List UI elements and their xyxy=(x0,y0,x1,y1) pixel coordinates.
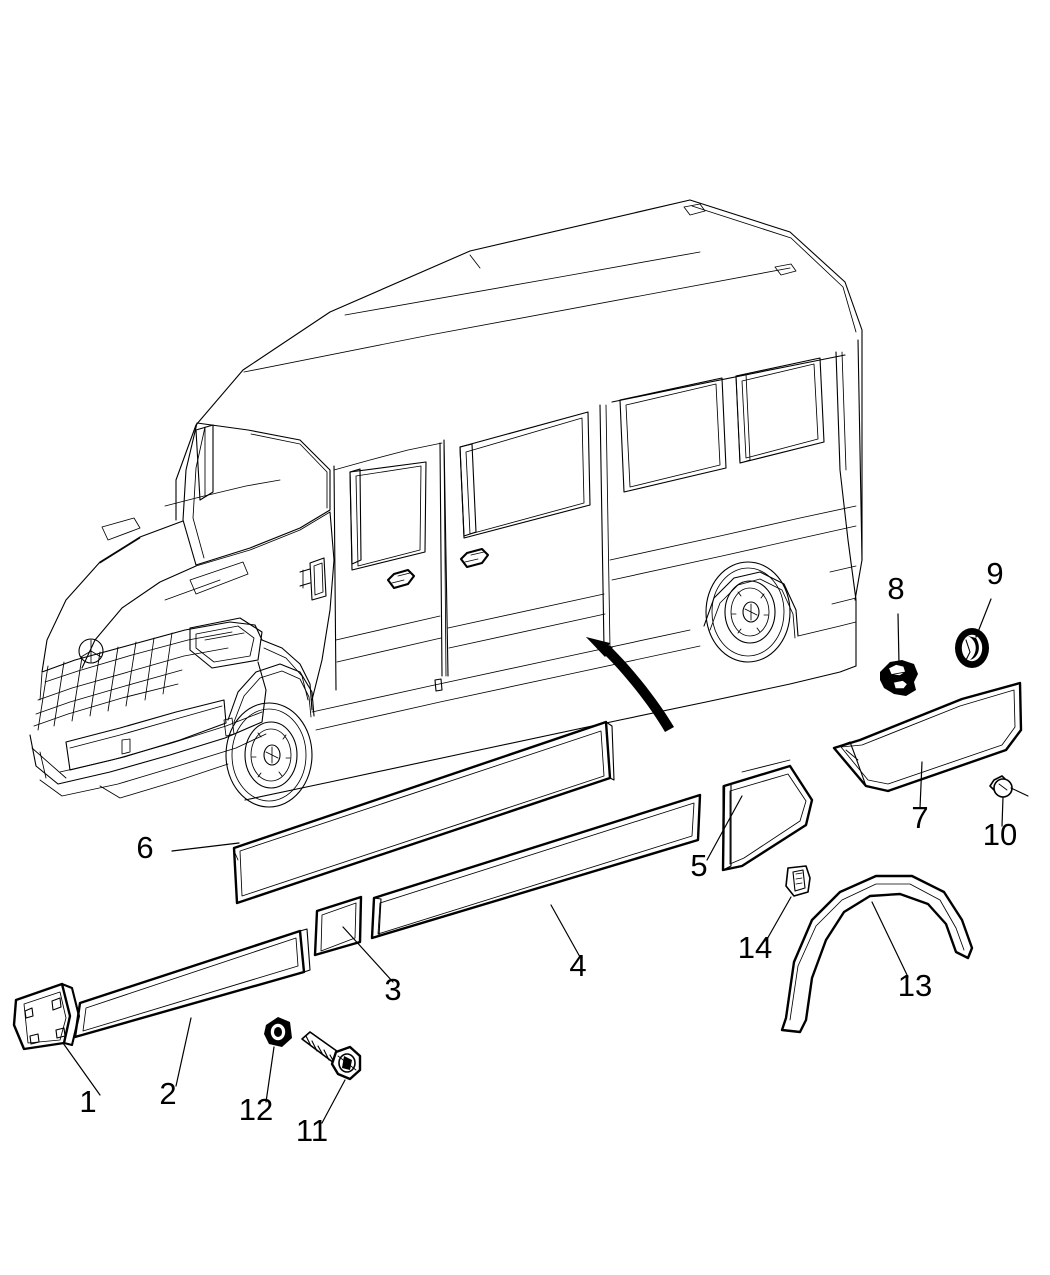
part-front-end-cap-molding xyxy=(12,982,81,1051)
part-flare-retainer-clip xyxy=(785,865,811,897)
callout-number-10: 10 xyxy=(983,817,1017,852)
callout-number-11: 11 xyxy=(296,1113,328,1148)
callout-number-5: 5 xyxy=(690,848,707,883)
van-illustration xyxy=(29,199,863,808)
part-molding-grommet xyxy=(955,628,989,668)
callout-number-9: 9 xyxy=(986,556,1003,591)
installation-direction-arrow xyxy=(586,637,674,732)
callout-leader-lines xyxy=(62,598,1004,1124)
part-front-door-upper-molding xyxy=(232,720,615,905)
callout-number-14: 14 xyxy=(738,930,772,965)
part-rear-quarter-upper-molding xyxy=(832,681,1023,793)
part-sliding-door-lower-molding xyxy=(370,793,702,940)
part-molding-retainer-clip xyxy=(880,660,918,696)
part-molding-push-pin xyxy=(989,775,1029,798)
callout-number-6: 6 xyxy=(136,830,153,865)
callout-number-3: 3 xyxy=(384,972,401,1007)
callout-number-8: 8 xyxy=(887,571,904,606)
callout-number-13: 13 xyxy=(898,968,932,1003)
callout-numbers: 1 2 3 4 5 6 7 8 9 10 11 12 13 14 xyxy=(79,556,1017,1148)
part-rear-quarter-lower-molding xyxy=(721,759,814,872)
part-b-pillar-lower-molding xyxy=(313,895,363,957)
callout-number-4: 4 xyxy=(569,948,586,983)
callout-number-1: 1 xyxy=(79,1084,96,1119)
part-wheel-opening-flare xyxy=(780,874,974,1034)
callout-number-12: 12 xyxy=(239,1092,273,1127)
part-molding-screw xyxy=(301,1031,362,1081)
callout-number-7: 7 xyxy=(911,800,928,835)
callout-number-2: 2 xyxy=(159,1076,176,1111)
part-molding-washer-nut xyxy=(264,1017,292,1047)
